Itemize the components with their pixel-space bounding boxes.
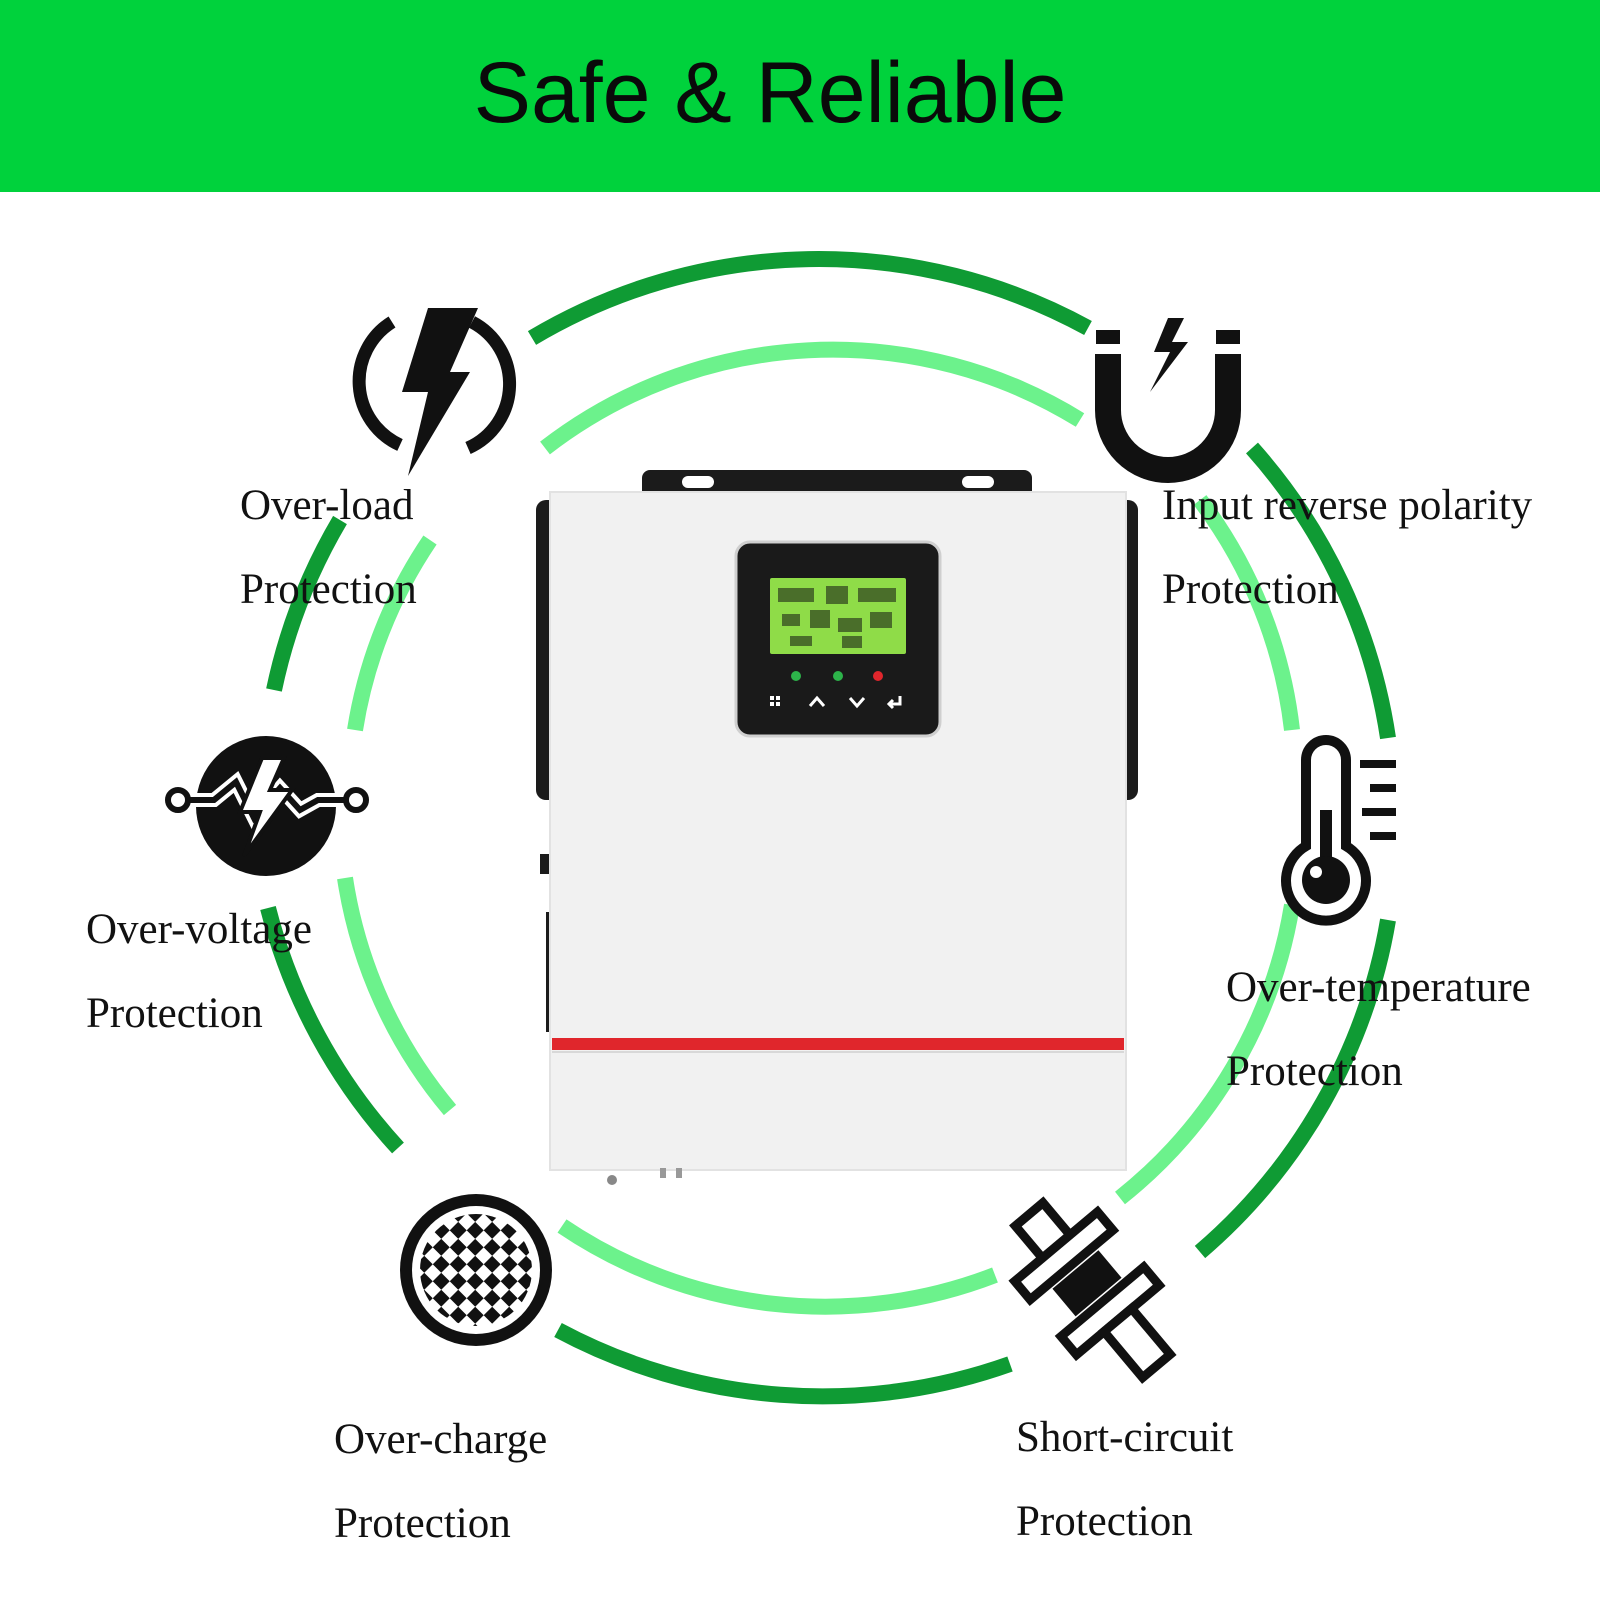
checkered-circle-icon [400, 1194, 552, 1346]
feature-subtitle: Protection [1016, 1498, 1193, 1545]
red-stripe [552, 1038, 1124, 1050]
bracket-slot-left [682, 476, 714, 488]
feature-overvoltage: Over-voltage Protection [86, 888, 312, 1056]
lcd-segments [778, 586, 896, 648]
inverter-device [536, 470, 1138, 1185]
banner-title: Safe & Reliable [473, 44, 1067, 141]
short-circuit-icon [1008, 1196, 1177, 1384]
feature-subtitle: Protection [86, 990, 263, 1037]
feature-title: Over-temperature [1226, 964, 1531, 1011]
feature-overload: Over-load Protection [240, 464, 417, 632]
feature-title: Input reverse polarity [1162, 482, 1533, 529]
feature-subtitle: Protection [1162, 566, 1339, 613]
feature-title: Over-voltage [86, 906, 312, 953]
bottom-connector [607, 1175, 617, 1185]
feature-short-circuit: Short-circuit Protection [1016, 1396, 1233, 1564]
outer-ring [260, 251, 1396, 1405]
magnet-lightning-icon [1094, 318, 1242, 483]
panel-buttons [770, 695, 902, 710]
title-banner: Safe & Reliable [0, 0, 1600, 192]
lightning-circle-icon [352, 308, 517, 476]
feature-overtemperature: Over-temperature Protection [1226, 946, 1531, 1114]
feature-title: Over-charge [334, 1416, 548, 1463]
feature-title: Over-load [240, 482, 414, 529]
feature-title: Short-circuit [1016, 1414, 1234, 1461]
bracket-slot-right [962, 476, 994, 488]
feature-subtitle: Protection [240, 566, 417, 613]
status-leds [791, 671, 883, 681]
voltage-surge-icon [165, 736, 369, 876]
feature-subtitle: Protection [1226, 1048, 1403, 1095]
thermometer-icon [1281, 735, 1396, 926]
feature-reverse-polarity: Input reverse polarity Protection [1162, 464, 1532, 632]
inner-ring [337, 341, 1300, 1315]
feature-overcharge: Over-charge Protection [334, 1398, 547, 1566]
feature-subtitle: Protection [334, 1500, 511, 1547]
